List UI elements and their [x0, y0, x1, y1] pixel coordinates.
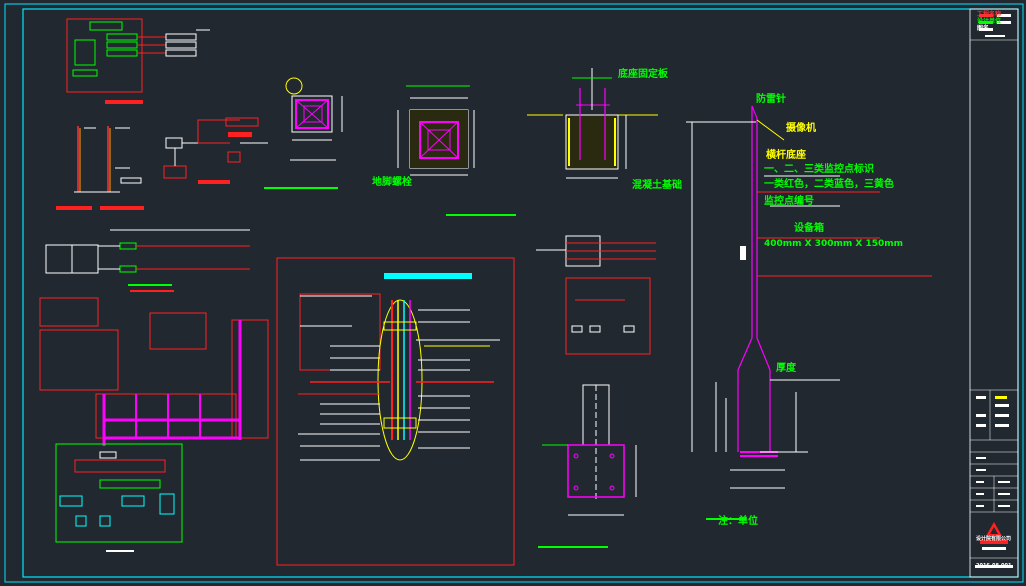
monitor-mark-label: 一、二、三类监控点标识 [764, 164, 874, 175]
monitor-colors-label: 一类红色，二类蓝色，三黄色 [764, 179, 894, 190]
monitor-number-label: 监控点编号 [764, 196, 814, 207]
title-block-drawing-no: 2016-08-001 [976, 563, 1012, 569]
title-block-drawing: 图名 [977, 25, 990, 32]
wiring-detail [163, 117, 268, 184]
concrete-label: 混凝土基础 [632, 180, 682, 191]
note-unit-label: 注：单位 [718, 516, 758, 527]
right-wiring [536, 235, 656, 355]
equipment-box-label: 设备箱 [794, 223, 824, 234]
ground-plate-label: 地脚螺栓 [372, 177, 412, 188]
thickness-label: 厚度 [776, 363, 796, 374]
schematic-top-left [66, 18, 210, 104]
title-block-designer: 设计单位 [977, 18, 1002, 25]
distribution-schematic [39, 297, 269, 552]
title-block-company: 设计院有限公司 [976, 536, 1012, 542]
title-block-project: 工程名称 [977, 11, 1002, 18]
box-size-label: 400mm X 300mm X 150mm [764, 239, 904, 249]
title-block [969, 8, 1019, 578]
anchor-plate-detail [538, 384, 637, 548]
wiring-row [45, 229, 250, 292]
foundation-plan-view [397, 85, 516, 216]
anchor-bolt-label: 底座固定板 [618, 69, 668, 80]
foundation-section-view [527, 68, 658, 179]
company-logo-icon [980, 522, 1008, 550]
cross-arm-label: 横杆底座 [766, 150, 806, 161]
small-pole-detail [56, 126, 144, 210]
camera-label: 摄像机 [786, 123, 816, 134]
pole-elevation [686, 105, 932, 520]
lightning-rod-label: 防雷针 [756, 94, 786, 105]
base-plan-view [264, 77, 343, 189]
center-schematic [276, 257, 515, 566]
